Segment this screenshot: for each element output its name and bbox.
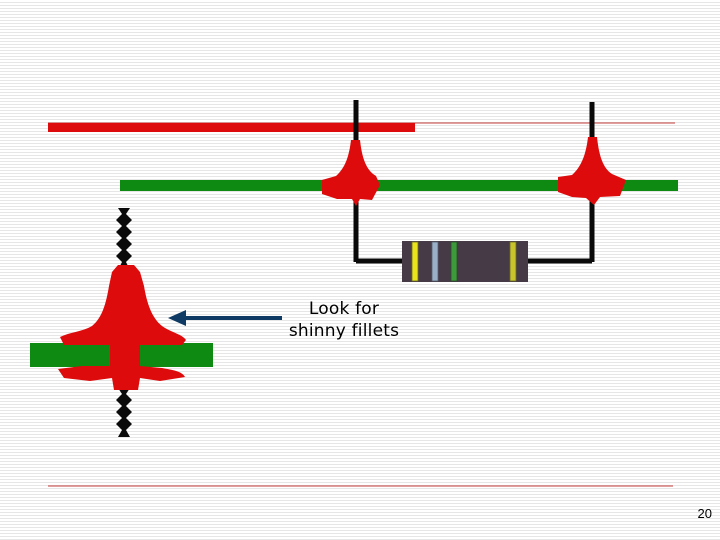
resistor-body	[402, 241, 528, 282]
solder-joint-right	[558, 137, 626, 205]
resistor-band-1	[411, 241, 419, 282]
green-trace	[120, 180, 678, 191]
solder-joint-left	[322, 140, 380, 206]
caption-line-1: Look for	[308, 299, 380, 319]
closeup-lead-bottom	[116, 388, 132, 437]
caption-line-2: shinny fillets	[288, 321, 400, 341]
page-number: 20	[697, 506, 712, 521]
resistor-band-3	[450, 241, 458, 282]
red-trace	[48, 123, 415, 132]
arrow-head	[168, 310, 186, 326]
closeup-lead-top	[116, 208, 132, 270]
resistor-band-4	[509, 241, 517, 282]
caption: Look for shinny fillets	[268, 298, 420, 342]
resistor-band-2	[431, 241, 439, 282]
closeup-solder-fillet	[58, 265, 186, 390]
